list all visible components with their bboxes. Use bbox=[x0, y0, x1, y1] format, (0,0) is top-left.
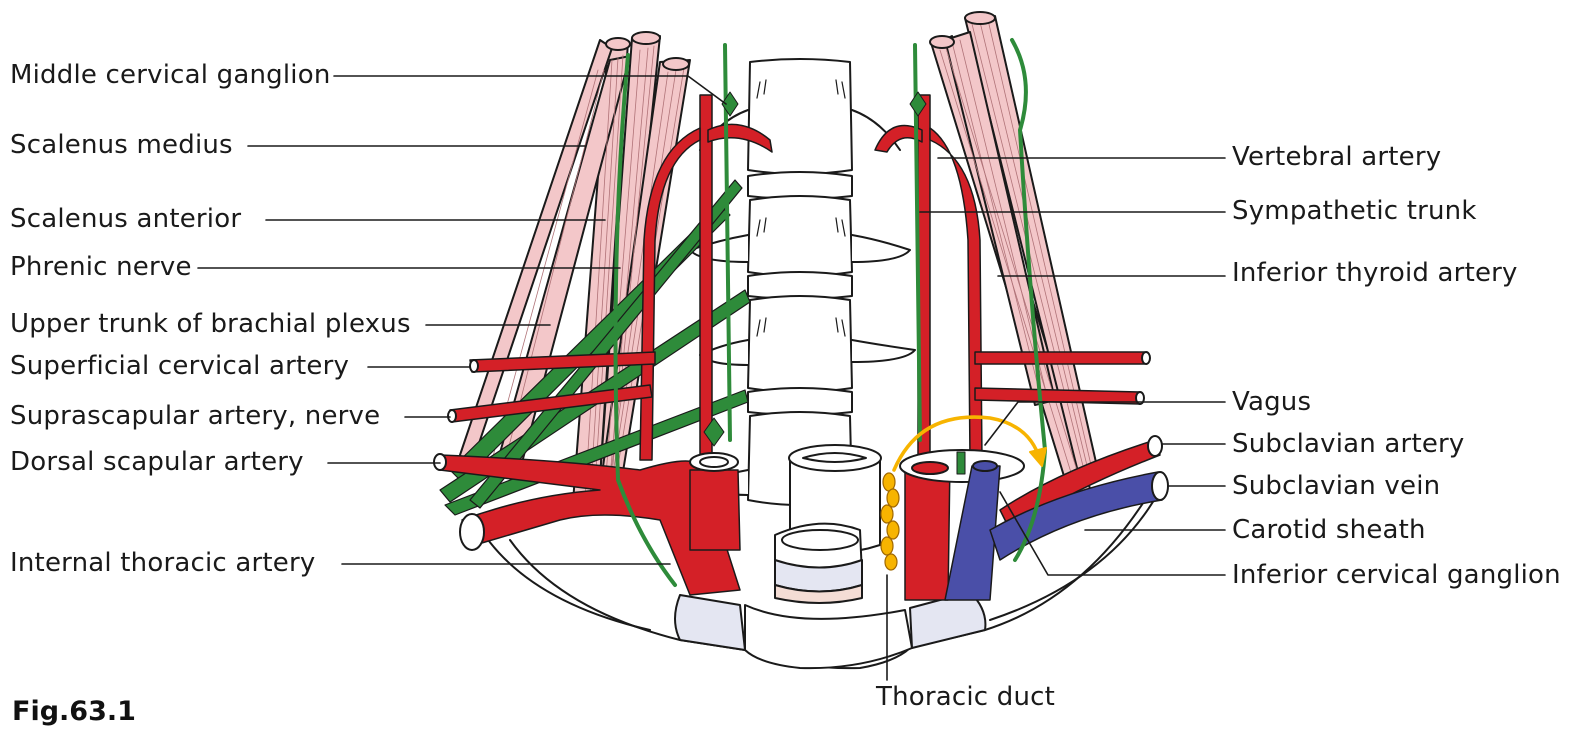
label-vagus: Vagus bbox=[1232, 387, 1312, 417]
label-scalenus-anterior: Scalenus anterior bbox=[10, 204, 242, 234]
vagus-nerve-segment bbox=[956, 451, 966, 475]
thoracic-inlet-outline bbox=[509, 499, 1146, 670]
label-upper-trunk-brachial-plexus: Upper trunk of brachial plexus bbox=[10, 309, 411, 339]
left-inferior-cervical-ganglion bbox=[703, 417, 725, 447]
manubrium bbox=[744, 604, 913, 670]
label-phrenic-nerve: Phrenic nerve bbox=[10, 252, 192, 282]
label-superficial-cervical-artery: Superficial cervical artery bbox=[10, 351, 350, 381]
label-internal-thoracic-artery: Internal thoracic artery bbox=[10, 548, 316, 578]
scalene-muscles-right bbox=[931, 15, 1101, 513]
thoracic-duct bbox=[880, 472, 900, 571]
nerves bbox=[613, 38, 1047, 587]
thoracic-duct-arc bbox=[892, 415, 1042, 472]
right-middle-cervical-ganglion bbox=[909, 91, 927, 117]
label-carotid-sheath: Carotid sheath bbox=[1232, 515, 1426, 545]
label-thoracic-duct: Thoracic duct bbox=[876, 682, 1056, 712]
leader-lines bbox=[197, 75, 1226, 681]
label-vertebral-artery: Vertebral artery bbox=[1232, 142, 1442, 172]
label-inferior-thyroid-artery: Inferior thyroid artery bbox=[1232, 258, 1518, 288]
label-scalenus-medius: Scalenus medius bbox=[10, 130, 233, 160]
label-dorsal-scapular-artery: Dorsal scapular artery bbox=[10, 447, 304, 477]
label-sympathetic-trunk: Sympathetic trunk bbox=[1232, 196, 1477, 226]
label-suprascapular-artery-nerve: Suprascapular artery, nerve bbox=[10, 401, 381, 431]
first-rib-outline-right bbox=[989, 489, 1161, 621]
thoracic-duct-arrowhead bbox=[1029, 447, 1047, 467]
label-subclavian-vein: Subclavian vein bbox=[1232, 471, 1441, 501]
left-middle-cervical-ganglion bbox=[721, 91, 739, 117]
label-inferior-cervical-ganglion: Inferior cervical ganglion bbox=[1232, 560, 1561, 590]
costal-cartilage-left bbox=[674, 594, 746, 651]
trachea-block bbox=[774, 444, 882, 604]
label-middle-cervical-ganglion: Middle cervical ganglion bbox=[10, 60, 331, 90]
label-subclavian-artery: Subclavian artery bbox=[1232, 429, 1465, 459]
figure-number: Fig.63.1 bbox=[12, 696, 136, 727]
